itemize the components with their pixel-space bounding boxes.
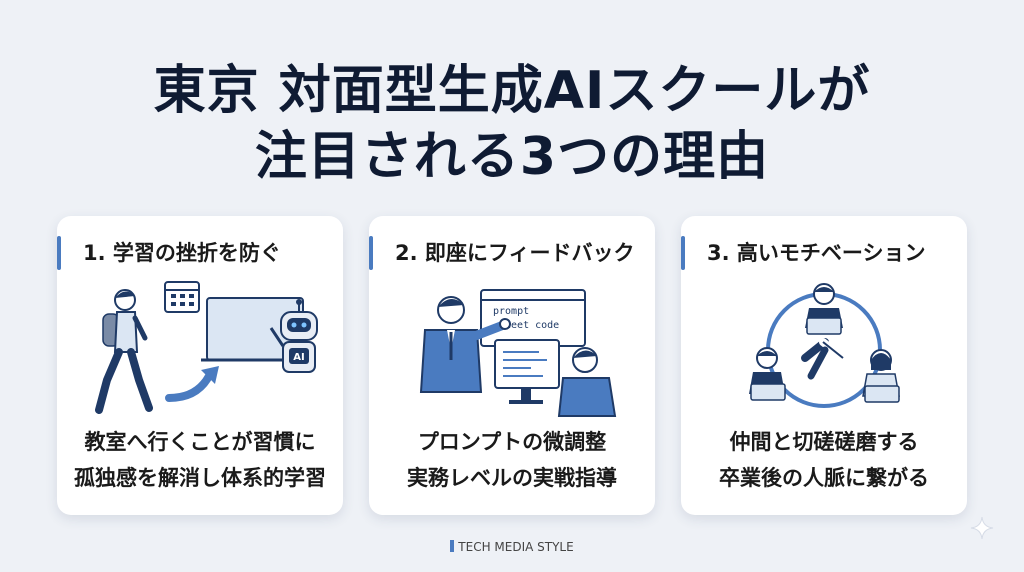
code-label: cheet code xyxy=(499,320,559,331)
card-heading: 3. 高いモチベーション xyxy=(707,241,926,265)
peer-community-illustration xyxy=(749,283,900,408)
reason-card-1: 1. 学習の挫折を防ぐ AI xyxy=(57,216,343,515)
joined-hands-icon xyxy=(801,338,847,380)
card-heading: 1. 学習の挫折を防ぐ xyxy=(83,241,281,265)
card-description: プロンプトの微調整 実務レベルの実戦指導 xyxy=(369,424,655,496)
title-line-2: 注目される3つの理由 xyxy=(254,127,770,187)
title-line-1: 東京 対面型生成AIスクールが xyxy=(153,61,871,121)
student-figure xyxy=(95,289,153,414)
accent-bar xyxy=(369,236,373,270)
footer-brand: TECH MEDIA STYLE xyxy=(0,540,1024,554)
card-description: 仲間と切磋磋磨する 卒業後の人脈に繋がる xyxy=(681,424,967,496)
mentor-figure xyxy=(419,296,511,393)
student-classroom-illustration: AI xyxy=(95,281,318,414)
peer-right-figure xyxy=(862,349,900,403)
page-title: 東京 対面型生成AIスクールが 注目される3つの理由 xyxy=(0,58,1024,190)
mentor-feedback-illustration: prompt cheet code xyxy=(419,289,617,417)
desc-line-1: 教室へ行くことが習慣に xyxy=(84,430,316,454)
card-heading: 2. 即座にフィードバック xyxy=(395,241,635,265)
calendar-icon xyxy=(164,281,200,313)
robot-icon: AI xyxy=(269,299,318,373)
peer-left-figure xyxy=(749,347,786,401)
peer-top-figure xyxy=(805,283,843,335)
desc-line-2: 卒業後の人脈に繋がる xyxy=(719,466,929,490)
sparkle-icon xyxy=(970,516,994,540)
monitor-icon xyxy=(494,339,560,404)
ai-label: AI xyxy=(293,352,304,363)
code-window: prompt cheet code xyxy=(480,289,586,347)
accent-bar xyxy=(57,236,61,270)
card-description: 教室へ行くことが習慣に 孤独感を解消し体系的学習 xyxy=(57,424,343,496)
learner-figure xyxy=(557,347,617,417)
prompt-label: prompt xyxy=(493,306,529,317)
reason-card-3: 3. 高いモチベーション xyxy=(681,216,967,515)
desc-line-1: プロンプトの微調整 xyxy=(417,430,607,454)
footer-text: TECH MEDIA STYLE xyxy=(458,540,574,554)
desc-line-2: 実務レベルの実戦指導 xyxy=(407,466,617,490)
reason-card-2: 2. 即座にフィードバック prompt cheet code xyxy=(369,216,655,515)
desc-line-1: 仲間と切磋磋磨する xyxy=(729,430,919,454)
accent-bar xyxy=(681,236,685,270)
brand-mark-icon xyxy=(450,540,455,552)
desc-line-2: 孤独感を解消し体系的学習 xyxy=(74,466,326,490)
